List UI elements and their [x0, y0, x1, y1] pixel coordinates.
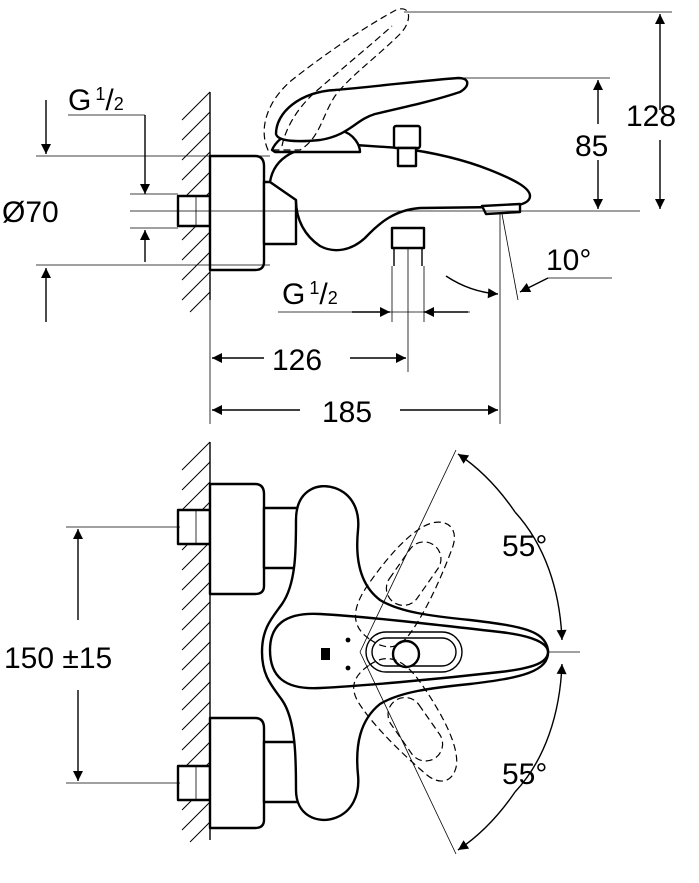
rosette-upper [208, 482, 266, 596]
hose-connector [390, 226, 426, 250]
lever-angle-up-label: 55° [502, 530, 547, 563]
inlet-nut-lower [176, 764, 212, 802]
wall-rosette [208, 154, 266, 272]
height-total-label: 128 [626, 100, 676, 133]
lever [274, 76, 469, 143]
lever-rotated-down [353, 658, 458, 782]
spout-angle-label: 10° [546, 244, 591, 277]
mixer-body [268, 143, 532, 252]
diverter-stem [396, 146, 418, 168]
connector-upper [262, 506, 300, 570]
lever-angle-down-label: 55° [502, 758, 547, 791]
top-view: 55° 55° 150 ±15 [4, 441, 580, 855]
diverter-knob [392, 124, 422, 150]
total-projection-label: 185 [322, 396, 372, 429]
connector-lower [262, 740, 300, 804]
rosette-lower [208, 716, 266, 830]
inlet-nut-upper [176, 508, 212, 546]
diverter-knob-plan [391, 639, 421, 669]
lever-rotated-up [354, 521, 456, 648]
indicator-mark [321, 648, 330, 660]
center-distance-label: 150 ±15 [4, 642, 112, 675]
angle-ref-up [359, 449, 457, 653]
angle-ref-down [359, 651, 457, 855]
lever-raised-outline [263, 8, 410, 151]
outlet-distance-label: 126 [272, 344, 322, 377]
diameter-label: Ø70 [2, 196, 59, 229]
lever-grip [365, 631, 463, 673]
spout-outlet [480, 202, 522, 216]
height-spout-label: 85 [575, 130, 608, 163]
